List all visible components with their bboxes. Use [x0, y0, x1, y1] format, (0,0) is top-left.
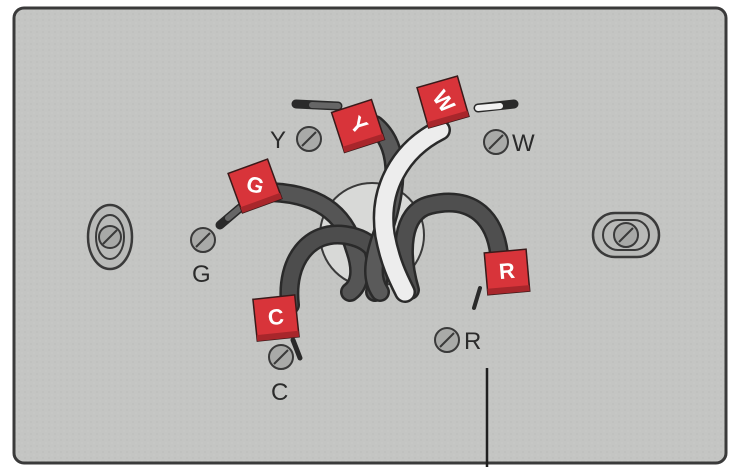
terminal-label-g: G — [192, 261, 211, 288]
terminal-screw-c — [268, 344, 294, 370]
left-mounting-screw — [86, 203, 134, 271]
right-mounting-screw — [591, 211, 661, 259]
wire-tag-g: G — [227, 158, 283, 214]
wire-tag-r: R — [483, 248, 531, 296]
wire-bundle — [245, 115, 510, 315]
svg-text:G: G — [244, 171, 267, 200]
terminal-label-r: R — [464, 328, 481, 355]
terminal-label-w: W — [512, 130, 535, 157]
svg-text:C: C — [267, 304, 286, 331]
wire-ends — [215, 99, 519, 361]
terminal-label-c: C — [271, 379, 288, 406]
wire-tag-w: W — [416, 75, 470, 129]
wire-tag-y: Y — [330, 98, 386, 154]
terminal-screw-g — [190, 227, 216, 253]
terminal-screw-y — [296, 126, 322, 152]
wire-tag-c: C — [252, 294, 300, 342]
terminal-label-y: Y — [270, 127, 286, 154]
terminal-screw-r — [434, 327, 460, 353]
svg-text:R: R — [498, 258, 516, 284]
terminal-screw-w — [483, 129, 509, 155]
